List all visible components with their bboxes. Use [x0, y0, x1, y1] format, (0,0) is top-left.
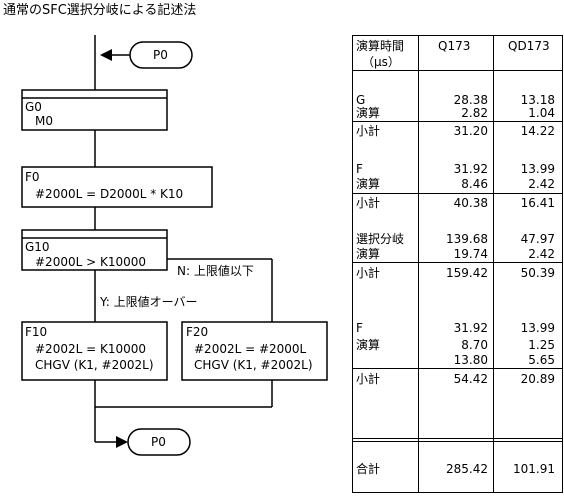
row-q173: 13.80 [453, 353, 488, 367]
row-q173: 139.68 [446, 232, 488, 246]
end-connector-label: P0 [151, 435, 166, 449]
row-q173: 8.70 [461, 338, 488, 352]
row-qd173: 101.91 [513, 462, 555, 476]
table-header-q173: Q173 [438, 39, 471, 53]
row-label: G [356, 93, 366, 107]
row-qd173: 1.04 [528, 106, 555, 120]
timing-table-grid [352, 35, 563, 493]
table-header-unit: （μs） [362, 55, 400, 69]
row-qd173: 13.99 [520, 321, 555, 335]
f20-box [181, 321, 328, 381]
g0-step-body: M0 [35, 114, 53, 128]
f0-step-name: F0 [25, 170, 40, 184]
branch-no-label: N: 上限値以下 [177, 264, 254, 278]
row-q173: 28.38 [453, 93, 488, 107]
row-label: F [356, 321, 363, 335]
f10-step-name: F10 [25, 325, 48, 339]
g0-step-name: G0 [25, 100, 42, 114]
row-q173: 31.20 [453, 124, 488, 138]
row-label: 演算 [356, 177, 381, 191]
end-arrowhead [116, 436, 128, 448]
f10-box [21, 321, 168, 381]
row-q173: 40.38 [453, 196, 488, 210]
row-qd173: 50.39 [520, 266, 555, 280]
row-qd173: 2.42 [528, 247, 555, 261]
f0-box [21, 166, 213, 208]
start-connector [129, 41, 193, 69]
branch-yes-label: Y: 上限値オーバー [100, 295, 198, 309]
row-label: 小計 [356, 372, 381, 386]
row-label: 小計 [356, 196, 381, 210]
row-label: 選択分岐 [356, 232, 405, 246]
start-arrowhead [100, 49, 112, 61]
f20-step-line1: #2002L = #2000L [194, 342, 307, 356]
row-q173: 31.92 [453, 321, 488, 335]
table-header-time: 演算時間 [356, 39, 405, 53]
table-header-qd173: QD173 [508, 39, 550, 53]
g10-box [21, 229, 168, 271]
f10-step-line2: CHGV (K1, #2002L) [35, 358, 154, 372]
f10-step-line1: #2002L = K10000 [35, 342, 147, 356]
row-label: 演算 [356, 106, 381, 120]
row-q173: 8.46 [461, 177, 488, 191]
row-label: 合計 [356, 462, 381, 476]
f20-step-line2: CHGV (K1, #2002L) [194, 358, 313, 372]
f0-step-body: #2000L = D2000L * K10 [35, 187, 184, 201]
row-qd173: 20.89 [520, 372, 555, 386]
row-q173: 31.92 [453, 162, 488, 176]
row-qd173: 2.42 [528, 177, 555, 191]
page-title: 通常のSFC選択分岐による記述法 [3, 3, 197, 18]
g10-step-name: G10 [25, 240, 50, 254]
row-qd173: 13.99 [520, 162, 555, 176]
row-qd173: 5.65 [528, 353, 555, 367]
row-qd173: 14.22 [520, 124, 555, 138]
row-q173: 2.82 [461, 106, 488, 120]
row-q173: 285.42 [446, 462, 488, 476]
row-q173: 54.42 [453, 372, 488, 386]
row-qd173: 16.41 [520, 196, 555, 210]
row-qd173: 47.97 [520, 232, 555, 246]
row-label: 小計 [356, 266, 381, 280]
row-label: 演算 [356, 338, 381, 352]
f20-step-name: F20 [186, 325, 209, 339]
start-connector-label: P0 [153, 48, 168, 62]
row-qd173: 1.25 [528, 338, 555, 352]
row-label: 小計 [356, 124, 381, 138]
g10-step-body: #2000L > K10000 [35, 255, 147, 269]
row-label: F [356, 162, 363, 176]
g0-box [21, 89, 168, 131]
row-label: 演算 [356, 247, 381, 261]
row-qd173: 13.18 [520, 93, 555, 107]
row-q173: 159.42 [446, 266, 488, 280]
row-q173: 19.74 [453, 247, 488, 261]
